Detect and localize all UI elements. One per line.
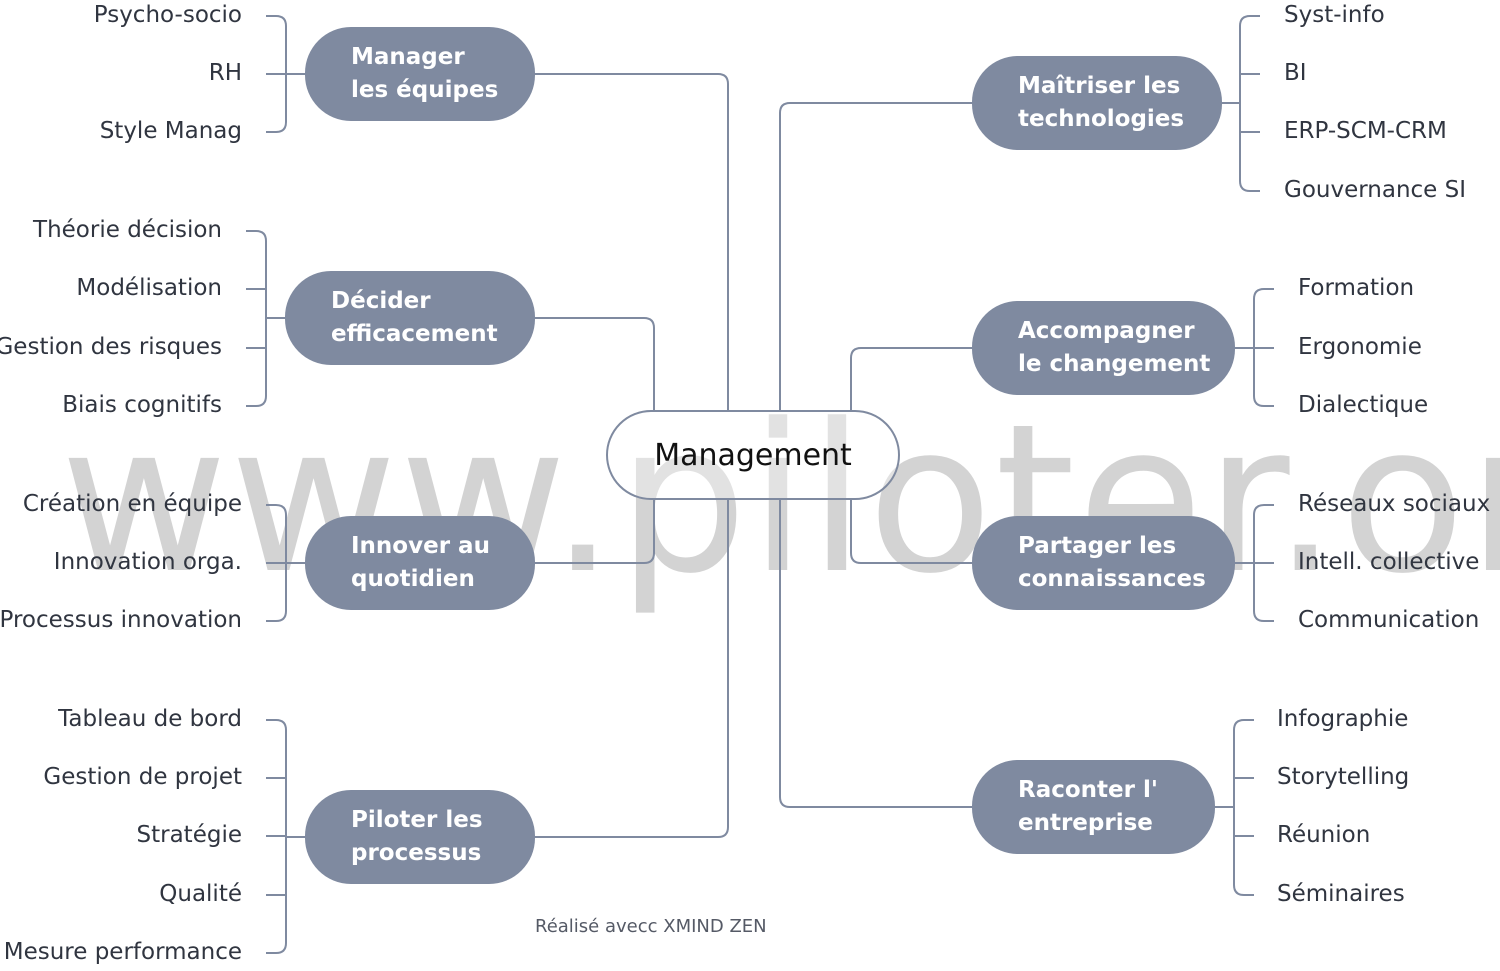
leaf-connector — [1253, 504, 1274, 516]
leaf-connector — [1239, 180, 1260, 192]
subtopic[interactable]: Mesure performance — [3, 939, 242, 965]
connector-accompagner — [850, 347, 972, 410]
connector-raconter — [779, 500, 972, 808]
topic-label-line: Maîtriser les — [1018, 73, 1181, 99]
topic-label-line: entreprise — [1018, 810, 1153, 836]
subtopic[interactable]: Style Manag — [99, 118, 242, 144]
subtopic[interactable]: Réunion — [1277, 822, 1371, 848]
leaf-connector — [266, 15, 287, 27]
topic-label-line: les équipes — [351, 77, 499, 103]
subtopic[interactable]: Psycho-socio — [93, 2, 242, 28]
connector-manager — [535, 73, 729, 410]
subtopic[interactable]: Ergonomie — [1298, 334, 1422, 360]
topic-label-line: connaissances — [1018, 566, 1206, 592]
subtopic[interactable]: Création en équipe — [22, 491, 242, 517]
connector-piloter — [535, 500, 729, 838]
subtopic[interactable]: Processus innovation — [0, 607, 242, 633]
leaf-connector — [266, 121, 287, 133]
subtopic[interactable]: Stratégie — [136, 822, 242, 848]
topic-label-line: le changement — [1018, 351, 1211, 377]
topic-partager[interactable]: Partager les connaissances — [972, 516, 1235, 610]
topic-label-line: Raconter l' — [1018, 777, 1158, 803]
connector-partager — [850, 500, 972, 564]
leaf-connector — [1233, 884, 1254, 896]
subtopic[interactable]: Réseaux sociaux — [1298, 491, 1491, 517]
subtopic[interactable]: Infographie — [1277, 706, 1409, 732]
subtopic[interactable]: Qualité — [159, 881, 242, 907]
topic-label-line: Manager — [351, 44, 465, 70]
topic-accompagner[interactable]: Accompagner le changement — [972, 301, 1235, 395]
topic-label-line: efficacement — [331, 321, 498, 347]
leaf-connector — [1253, 395, 1274, 407]
subtopic[interactable]: Théorie décision — [33, 217, 222, 243]
subtopic[interactable]: Modélisation — [76, 275, 222, 301]
subtopic[interactable]: Syst-info — [1284, 2, 1385, 28]
leaf-connector — [1233, 719, 1254, 731]
connector-decider — [535, 317, 655, 410]
topic-raconter[interactable]: Raconter l' entreprise — [972, 760, 1215, 854]
subtopic[interactable]: ERP-SCM-CRM — [1284, 118, 1447, 144]
topic-label-line: Partager les — [1018, 533, 1177, 559]
connector-innover — [535, 500, 655, 564]
leaf-connector — [266, 610, 287, 622]
subtopic[interactable]: Gestion des risques — [0, 334, 222, 360]
leaf-connector — [1253, 288, 1274, 300]
leaf-connector — [266, 719, 287, 731]
subtopic[interactable]: Gouvernance SI — [1284, 177, 1467, 203]
leaf-connector — [1239, 15, 1260, 27]
topic-innover[interactable]: Innover au quotidien — [305, 516, 535, 610]
leaf-connector — [246, 395, 267, 407]
subtopic[interactable]: Storytelling — [1277, 764, 1410, 790]
topic-label-line: Décider — [331, 288, 431, 314]
topic-manager[interactable]: Manager les équipes — [305, 27, 535, 121]
subtopic[interactable]: BI — [1284, 60, 1307, 86]
footer-credit: Réalisé avecc XMIND ZEN — [535, 916, 767, 937]
subtopic[interactable]: Dialectique — [1298, 392, 1429, 418]
topic-label-line: Innover au — [351, 533, 490, 559]
subtopic[interactable]: Tableau de bord — [58, 706, 242, 732]
subtopic[interactable]: RH — [208, 60, 242, 86]
subtopic[interactable]: Communication — [1298, 607, 1480, 633]
subtopic[interactable]: Innovation orga. — [53, 549, 242, 575]
topic-label-line: processus — [351, 840, 482, 866]
central-topic-label: Management — [654, 437, 852, 473]
subtopic[interactable]: Intell. collective — [1298, 549, 1480, 575]
topic-label-line: Accompagner — [1018, 318, 1195, 344]
topic-label-line: Piloter les — [351, 807, 483, 833]
connector-maitriser — [779, 102, 972, 410]
subtopic[interactable]: Gestion de projet — [43, 764, 242, 790]
topic-decider[interactable]: Décider efficacement — [285, 271, 535, 365]
leaf-connector — [266, 942, 287, 954]
topic-maitriser[interactable]: Maîtriser les technologies — [972, 56, 1222, 150]
leaf-connector — [266, 504, 287, 516]
subtopic[interactable]: Formation — [1298, 275, 1415, 301]
topic-piloter[interactable]: Piloter les processus — [305, 790, 535, 884]
topic-label-line: quotidien — [351, 566, 475, 592]
subtopic[interactable]: Biais cognitifs — [62, 392, 222, 418]
central-topic[interactable]: Management — [606, 410, 900, 500]
leaf-connector — [246, 230, 267, 242]
subtopic[interactable]: Séminaires — [1277, 881, 1405, 907]
leaf-connector — [1253, 610, 1274, 622]
topic-label-line: technologies — [1018, 106, 1185, 132]
